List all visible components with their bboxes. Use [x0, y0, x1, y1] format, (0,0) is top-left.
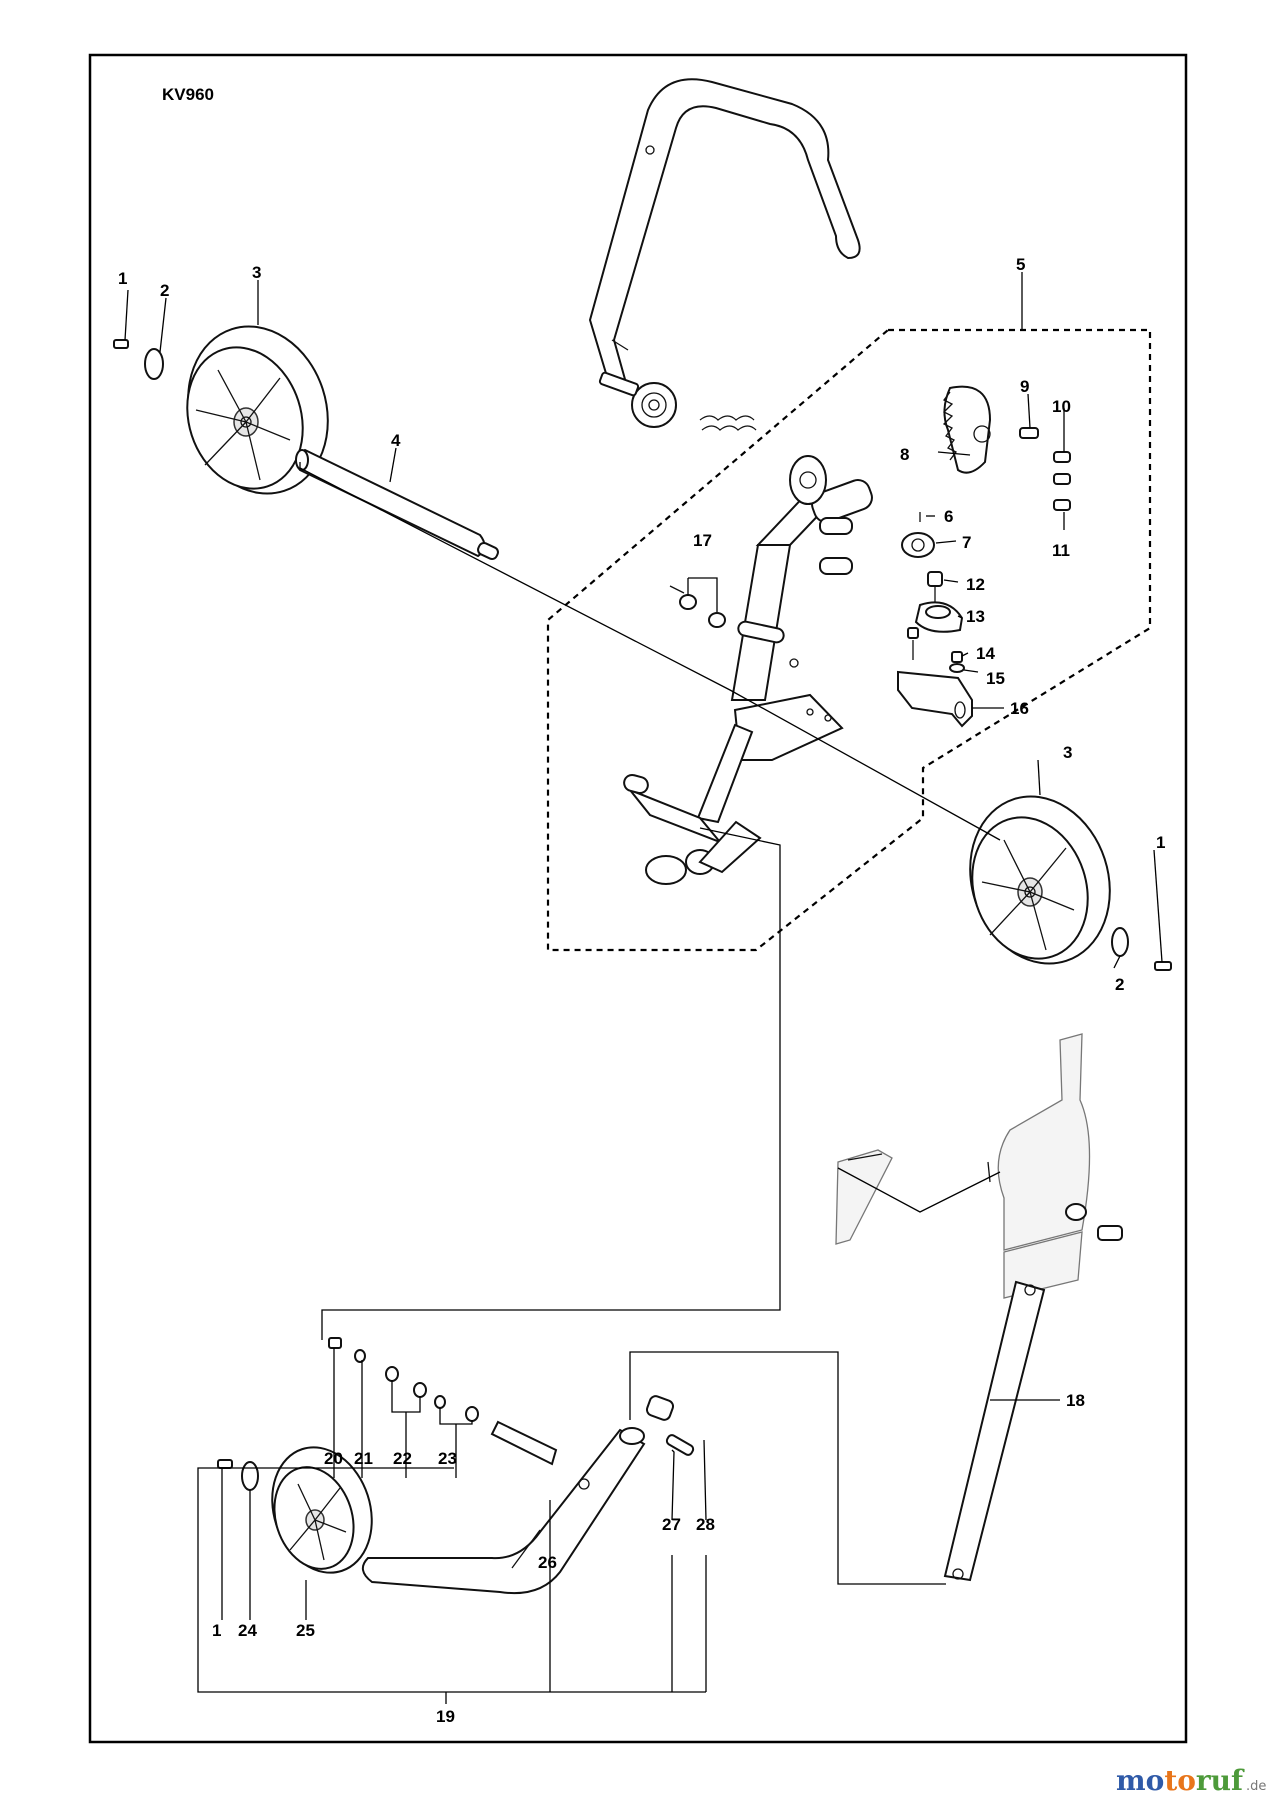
callout-20: 20	[324, 1449, 343, 1468]
svg-text:.de: .de	[1246, 1779, 1266, 1794]
callout-22: 22	[393, 1449, 412, 1468]
mounting-plate	[835, 1033, 1123, 1299]
pin-and-washers-17	[669, 585, 785, 644]
callout-6: 6	[944, 507, 953, 526]
callout-1-lower: 1	[212, 1621, 221, 1640]
callout-10: 10	[1052, 397, 1071, 416]
callouts: 1 2 3 4 5 6 7 8 9 10 11 12 13 14 15 16 1…	[118, 255, 1165, 1726]
callout-15: 15	[986, 669, 1005, 688]
ratchet-segment-8	[942, 385, 992, 474]
callout-21: 21	[354, 1449, 373, 1468]
callout-12: 12	[966, 575, 985, 594]
callout-1-left: 1	[118, 269, 127, 288]
clamp-7	[901, 512, 935, 558]
callout-13: 13	[966, 607, 985, 626]
callout-23: 23	[438, 1449, 457, 1468]
lock-bracket-assembly	[897, 571, 973, 728]
front-wheel-kit-19	[217, 1337, 695, 1595]
callout-28: 28	[696, 1515, 715, 1534]
axle-4	[295, 448, 499, 561]
watermark-logo: motoruf .de	[1116, 1764, 1266, 1797]
svg-text:motoruf: motoruf	[1116, 1764, 1245, 1797]
model-label: KV960	[162, 85, 214, 104]
callout-8: 8	[900, 445, 909, 464]
callout-1-right: 1	[1156, 833, 1165, 852]
lever-18	[943, 1280, 1046, 1582]
callout-3-left: 3	[252, 263, 261, 282]
callout-27: 27	[662, 1515, 681, 1534]
callout-4: 4	[391, 431, 401, 450]
callout-3-right: 3	[1063, 743, 1072, 762]
leader-lines	[124, 272, 1163, 1704]
callout-2-left: 2	[160, 281, 169, 300]
wheel-left-3	[113, 325, 329, 495]
callout-7: 7	[962, 533, 971, 552]
callout-5: 5	[1016, 255, 1025, 274]
callout-24: 24	[238, 1621, 257, 1640]
callout-14: 14	[976, 644, 995, 663]
main-frame	[623, 455, 873, 885]
callout-9: 9	[1020, 377, 1029, 396]
callout-16: 16	[1010, 699, 1029, 718]
callout-19: 19	[436, 1707, 455, 1726]
callout-26: 26	[538, 1553, 557, 1572]
handle-bar	[588, 78, 861, 431]
callout-2-right: 2	[1115, 975, 1124, 994]
callout-25: 25	[296, 1621, 315, 1640]
callout-17: 17	[693, 531, 712, 550]
callout-11: 11	[1052, 541, 1070, 560]
wheel-right-3	[969, 795, 1172, 971]
diagram-frame	[88, 53, 1188, 1744]
callout-18: 18	[1066, 1391, 1085, 1410]
bolts-9-10-11	[1019, 427, 1071, 511]
